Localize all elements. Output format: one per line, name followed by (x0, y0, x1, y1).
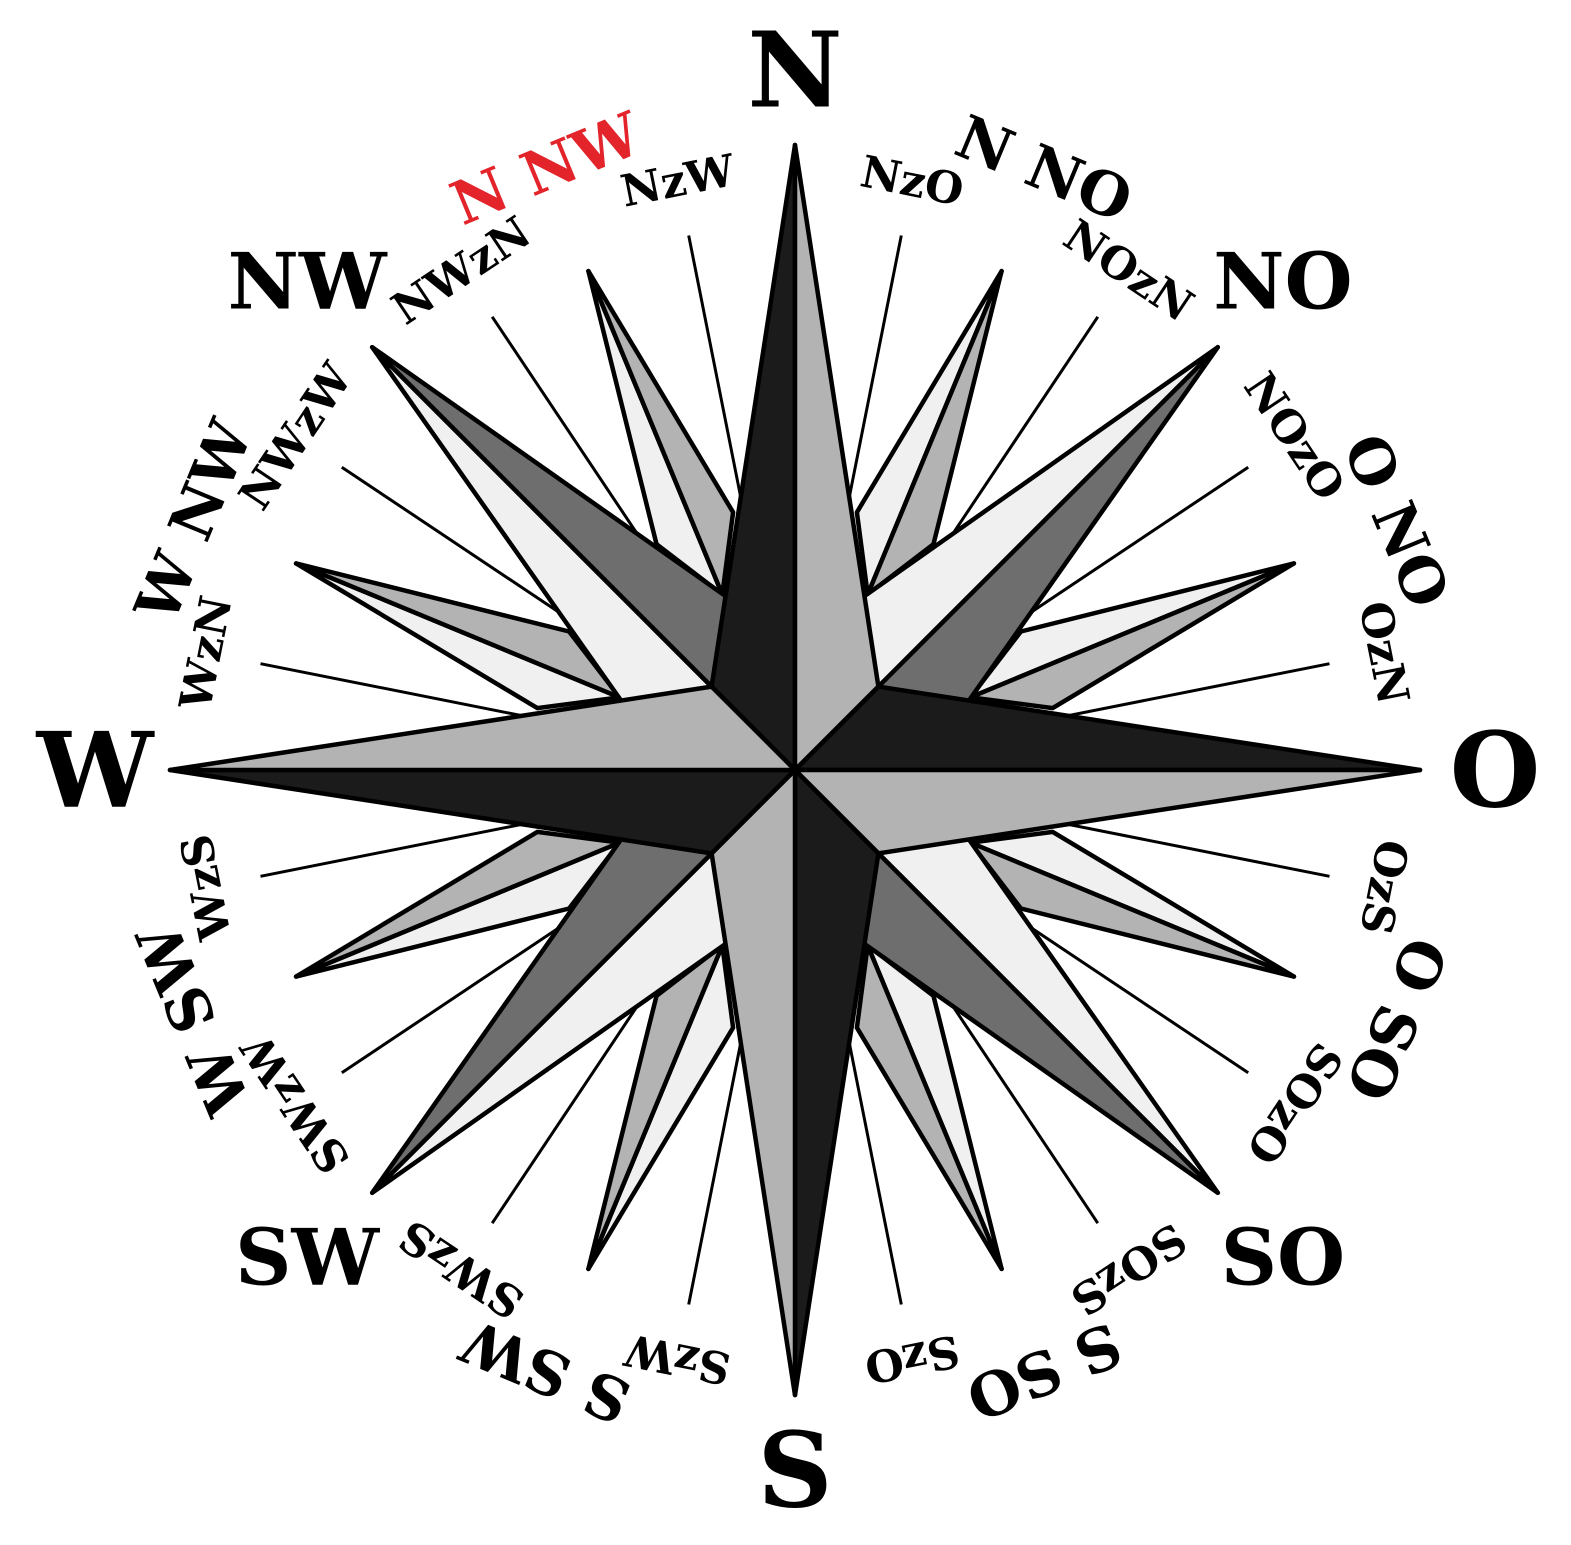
label-o: O (1450, 709, 1541, 832)
label-s-so: S SO (956, 1308, 1130, 1434)
point-s-right (709, 767, 798, 1398)
point-o-right (792, 767, 1423, 856)
label-szo: SzO (860, 1324, 963, 1393)
label-ozn: OzN (1348, 597, 1418, 709)
point-s-left (792, 767, 881, 1398)
label-ozs: OzS (1349, 835, 1418, 938)
label-n-no: N NO (946, 102, 1142, 237)
label-s: S (757, 1409, 832, 1532)
label-sw: SW (235, 1212, 380, 1303)
point-w-right (167, 684, 798, 773)
point-n-right (792, 142, 881, 773)
point-o-no-right (968, 561, 1297, 711)
tertiary-star-points (293, 268, 1297, 1272)
label-n: N (747, 9, 842, 132)
label-nozo: NOzO (1233, 364, 1354, 510)
point-n-left (709, 142, 798, 773)
point-w-left (167, 767, 798, 856)
intercardinal-star-points (369, 344, 1221, 1196)
label-sozo: SOzO (1236, 1034, 1353, 1173)
point-s-so-right (854, 943, 1004, 1272)
label-nozn: NOzN (1054, 210, 1202, 332)
label-o-no: O NO (1329, 425, 1463, 618)
point-w-sw-right (293, 829, 622, 979)
point-o-left (792, 684, 1423, 773)
point-n-nw-right (586, 268, 736, 597)
label-swzs: SWzS (390, 1209, 533, 1328)
label-sozs: SOzS (1061, 1212, 1195, 1325)
label-nw: NW (228, 237, 388, 328)
label-s-sw: S SW (451, 1304, 641, 1436)
label-so: SO (1221, 1212, 1345, 1303)
label-o-so: O SO (1331, 927, 1460, 1110)
label-no: NO (1213, 237, 1352, 328)
cardinal-star-points (167, 142, 1423, 1398)
label-w: W (36, 709, 156, 832)
label-szw: SzW (620, 1323, 735, 1394)
